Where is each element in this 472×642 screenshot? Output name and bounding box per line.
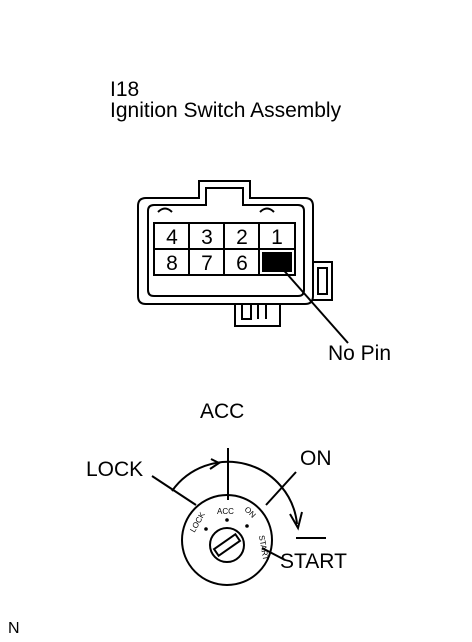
switch-dial <box>181 494 273 586</box>
pin-label-4: 4 <box>166 226 178 249</box>
connector-housing-outer <box>137 180 314 305</box>
no-pin-cell <box>262 252 292 272</box>
connector-bottom-lug-inner <box>241 304 267 320</box>
on-pointer <box>265 471 297 506</box>
connector-code: I18 <box>110 78 140 101</box>
rotation-arc <box>171 460 298 525</box>
connector-housing-inner <box>147 187 305 297</box>
connector-notch-left <box>157 207 173 213</box>
lock-pointer <box>151 475 197 506</box>
no-pin-label: No Pin <box>328 342 392 365</box>
start-pointer <box>261 547 286 561</box>
rotation-arrowhead <box>289 511 303 531</box>
pin-label-1: 1 <box>271 226 283 249</box>
position-label-acc: ACC <box>200 400 245 423</box>
acc-dot <box>225 518 229 522</box>
connector-bottom-lug <box>234 304 281 327</box>
switch-drawing <box>151 448 326 586</box>
figure-mark: N <box>8 620 20 637</box>
dial-mark-acc: ACC <box>217 507 234 516</box>
key-cylinder <box>209 527 245 563</box>
connector-drawing <box>137 180 333 327</box>
pin-label-2: 2 <box>236 226 248 249</box>
position-label-on: ON <box>300 447 332 470</box>
pin-label-3: 3 <box>201 226 213 249</box>
position-label-lock: LOCK <box>86 458 144 481</box>
connector-side-tab <box>313 261 333 301</box>
pin-label-8: 8 <box>166 252 178 275</box>
connector-side-tab-inner <box>317 267 328 295</box>
pin-label-6: 6 <box>236 252 248 275</box>
acc-arc-tick <box>209 458 221 470</box>
dial-mark-start: START <box>257 535 270 562</box>
connector-notch-right <box>259 207 275 213</box>
connector-title: Ignition Switch Assembly <box>110 99 342 122</box>
no-pin-leader <box>279 265 349 344</box>
key-slot <box>212 532 242 558</box>
position-label-start: START <box>280 550 347 573</box>
pin-label-7: 7 <box>201 252 213 275</box>
lock-dot <box>204 527 208 531</box>
on-dot <box>245 524 249 528</box>
dial-mark-on: ON <box>243 505 258 520</box>
